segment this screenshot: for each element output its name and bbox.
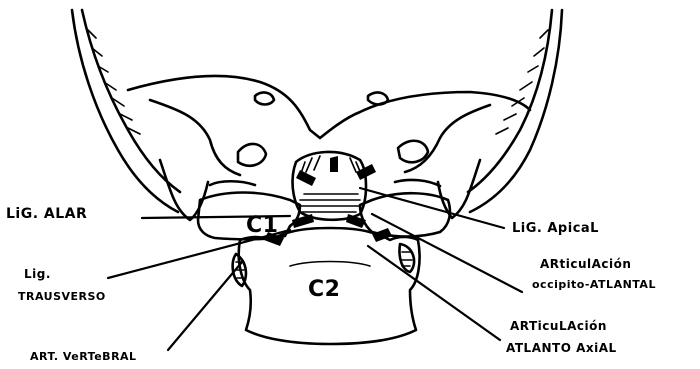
label-art-atlanto-2: ATLANTO AxiAL [506,341,617,355]
leader-art-vertebral [168,262,242,350]
label-lig-alar: LiG. ALAR [6,206,87,222]
atlas-c1 [198,180,450,239]
label-art-occipito-2: occipito-ATLANTAL [532,278,656,291]
label-c2: C2 [308,277,340,302]
label-art-atlanto-1: ARTicuLAción [510,319,607,333]
label-lig-transverso-1: Lig. [24,267,51,281]
label-lig-apical: LiG. ApicaL [512,221,599,236]
occipital-bone [72,10,562,220]
label-c1: C1 [246,213,278,238]
label-art-vertebral: ART. VeRTeBRAL [30,350,137,363]
leader-art-atlanto [368,246,500,340]
label-art-occipito-1: ARticulAción [540,257,631,271]
label-lig-transverso-2: TRAUSVERSO [18,290,106,303]
